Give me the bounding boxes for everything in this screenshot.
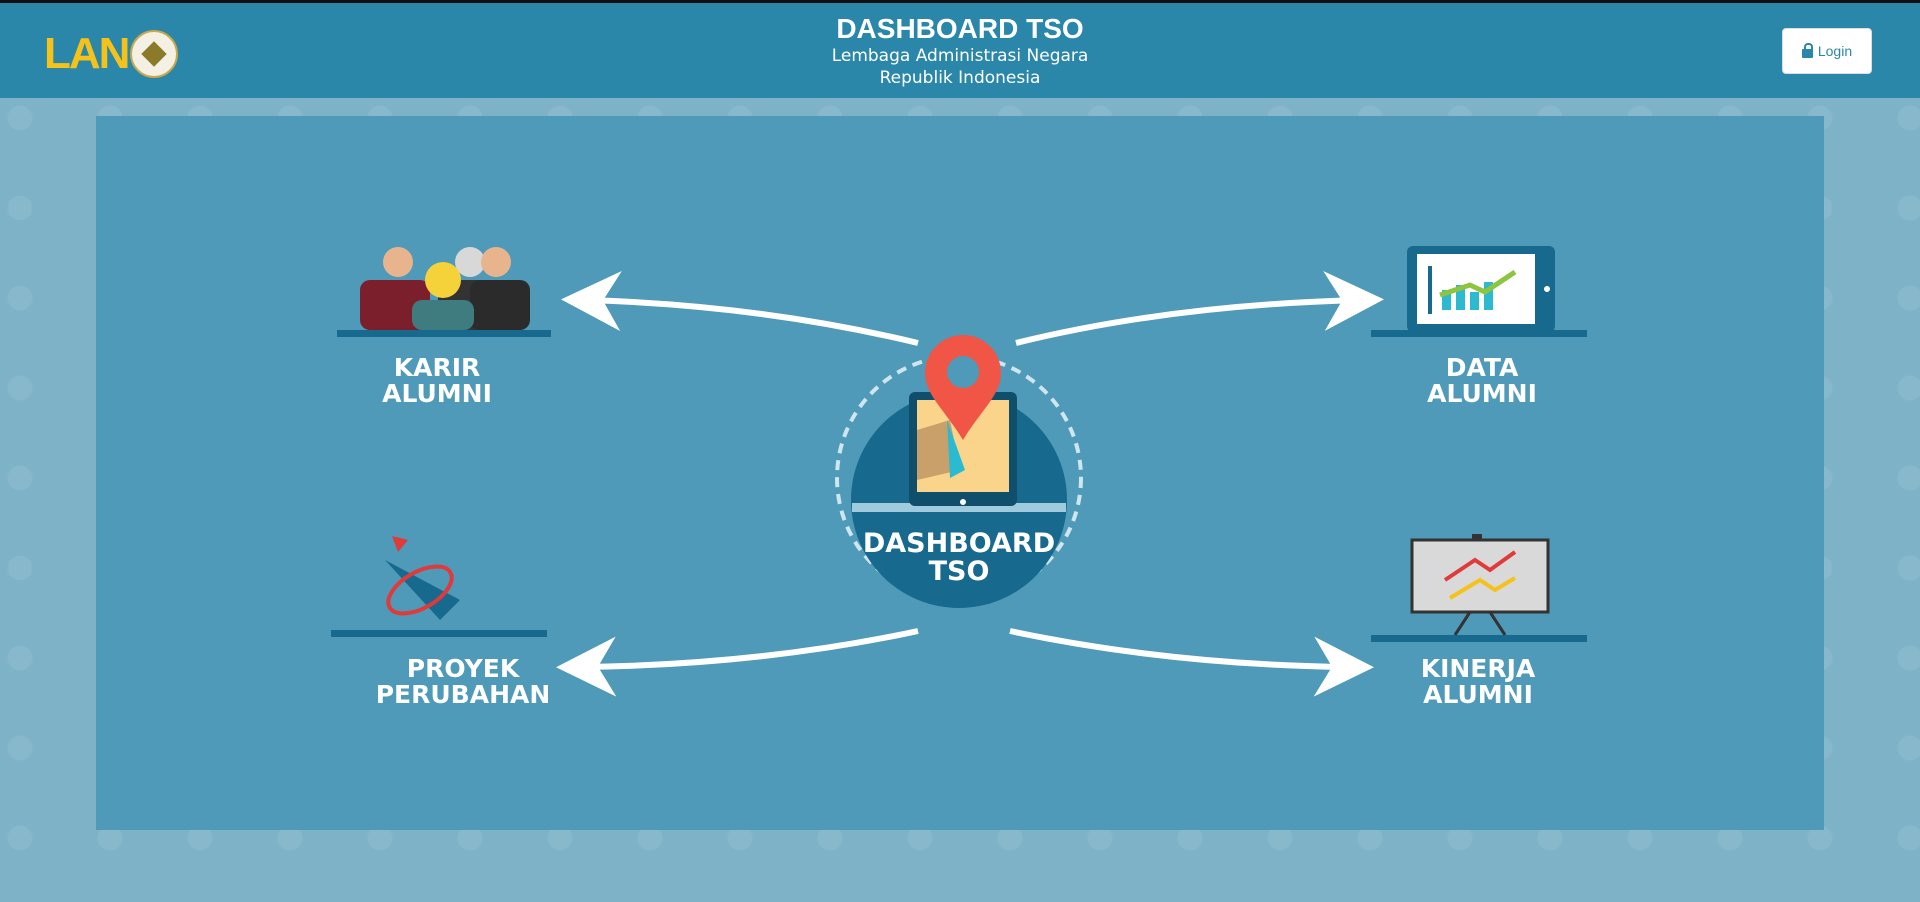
kinerja-shelf [1371,635,1587,642]
data-label-line2: ALUMNI [1427,379,1537,408]
dashboard-tso-hub[interactable]: DASHBOARD TSO [835,335,1083,608]
kinerja-label-line2: ALUMNI [1423,680,1533,709]
data-shelf [1371,330,1587,337]
subtitle-line1: Lembaga Administrasi Negara [831,46,1089,66]
page-title: DASHBOARD TSO [836,13,1084,44]
subtitle-line2: Republik Indonesia [879,68,1041,88]
seal-icon [130,30,179,78]
login-label: Login [1817,43,1853,59]
top-border [0,0,1920,3]
tablet-chart-icon [1407,246,1555,332]
arrow-proyek [556,628,919,697]
karir-label-line1: KARIR [394,353,481,382]
lock-icon [1801,42,1813,58]
proyek-label-line1: PROYEK [407,654,521,683]
lan-logo[interactable]: LAN [44,29,179,79]
data-label-line1: DATA [1446,353,1519,382]
presentation-board-icon [1410,534,1550,636]
center-label-line2: TSO [929,556,990,587]
karir-alumni-item[interactable]: KARIR ALUMNI [337,247,551,408]
center-label-line1: DASHBOARD [863,528,1055,559]
data-alumni-item[interactable]: DATA ALUMNI [1371,246,1587,408]
people-icon [360,247,530,330]
proyek-shelf [331,630,547,637]
megaphone-icon [385,536,460,620]
kinerja-alumni-item[interactable]: KINERJA ALUMNI [1371,534,1587,709]
location-pin-icon [925,335,1001,440]
arrow-kinerja [1009,628,1374,697]
header: LAN DASHBOARD TSO Lembaga Administrasi N… [0,3,1920,98]
arrow-karir [561,271,919,346]
karir-shelf [337,330,551,337]
kinerja-label-line1: KINERJA [1421,654,1536,683]
header-titles: DASHBOARD TSO Lembaga Administrasi Negar… [0,13,1920,89]
arrow-data [1015,270,1384,346]
proyek-label-line2: PERUBAHAN [376,680,551,709]
login-button[interactable]: Login [1782,28,1872,74]
tablet-map-icon [909,392,1017,506]
proyek-perubahan-item[interactable]: PROYEK PERUBAHAN [331,536,550,709]
karir-label-line2: ALUMNI [382,379,492,408]
logo-text: LAN [44,29,130,78]
